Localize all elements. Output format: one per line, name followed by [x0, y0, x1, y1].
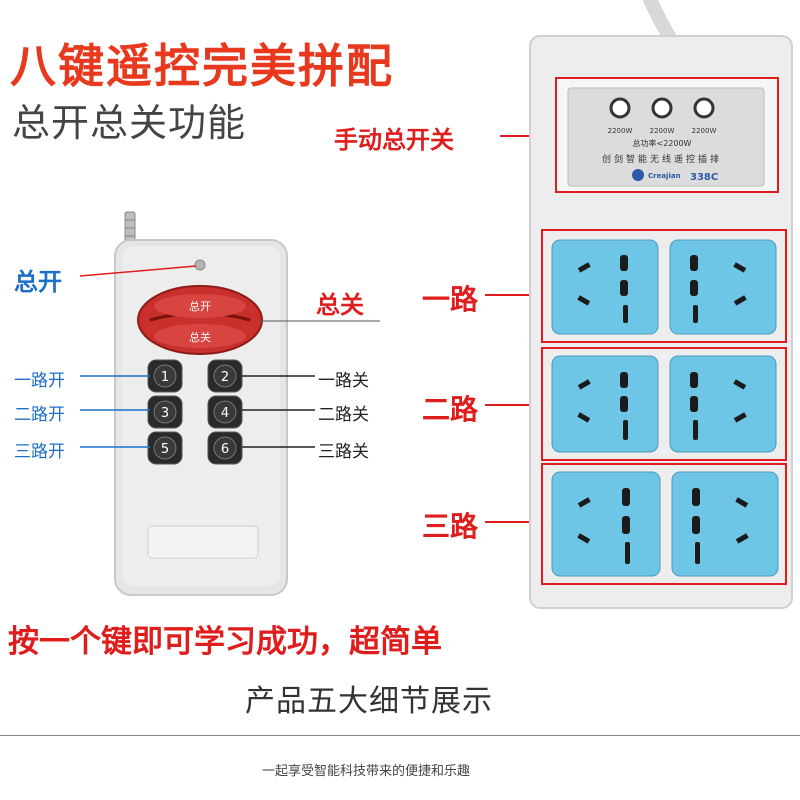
remote-key-5[interactable]: 5 [147, 431, 183, 465]
label-row3: 三路 [422, 510, 479, 543]
row2-frame [541, 347, 787, 461]
socket-row3-right [671, 471, 779, 577]
remote-key-1-label: 1 [161, 370, 169, 385]
bottom-slogan: 按一个键即可学习成功，超简单 [8, 624, 442, 660]
label-master-on: 总开 [14, 268, 62, 296]
remote-key-3-label: 3 [161, 406, 169, 421]
label-ch2-off: 二路关 [318, 405, 369, 425]
label-ch3-off: 三路关 [318, 442, 369, 462]
remote-master-on-label: 总开 [189, 299, 211, 313]
row1-frame [541, 229, 787, 343]
label-ch2-on: 二路开 [14, 405, 65, 425]
remote-master-off-label: 总关 [189, 330, 211, 344]
manual-switch-1[interactable] [609, 97, 631, 119]
remote-master-off-button[interactable]: 总关 [154, 324, 246, 348]
manual-switch-3[interactable] [693, 97, 715, 119]
remote-key-4-label: 4 [221, 406, 229, 421]
manual-switch-2[interactable] [651, 97, 673, 119]
details-title: 产品五大细节展示 [245, 684, 493, 719]
remote-control: 总开 总关 1 2 3 4 5 6 [114, 211, 288, 596]
remote-label-plate [147, 525, 259, 559]
switch-rating-1: 2200W [608, 127, 633, 135]
footer-tagline: 一起享受智能科技带来的便捷和乐趣 [262, 764, 471, 779]
label-ch3-on: 三路开 [14, 442, 65, 462]
remote-master-on-button[interactable]: 总开 [154, 294, 246, 318]
socket-row2-left [551, 355, 659, 453]
page-subtitle: 总开总关功能 [12, 101, 247, 145]
power-strip: 2200W 2200W 2200W 总功率<2200W 创剑智能无线遥控插排 C… [529, 0, 793, 609]
total-power-label: 总功率<2200W [633, 138, 692, 148]
remote-key-6[interactable]: 6 [207, 431, 243, 465]
product-name-label: 创剑智能无线遥控插排 [602, 153, 722, 165]
socket-row1-right [669, 239, 777, 335]
socket-row3-left [551, 471, 661, 577]
remote-key-1[interactable]: 1 [147, 359, 183, 393]
row3-frame [541, 463, 787, 585]
label-row1: 一路 [422, 283, 479, 316]
label-manual-switch: 手动总开关 [334, 126, 454, 154]
label-ch1-on: 一路开 [14, 371, 65, 391]
remote-key-5-label: 5 [161, 442, 169, 457]
model-name: 338C [690, 172, 718, 183]
switch-rating-2: 2200W [650, 127, 675, 135]
remote-key-2-label: 2 [221, 370, 229, 385]
socket-row1-left [551, 239, 659, 335]
brand-name: Creajian [648, 172, 681, 180]
label-master-off: 总关 [316, 291, 364, 319]
remote-key-4[interactable]: 4 [207, 395, 243, 429]
remote-led [194, 259, 206, 271]
label-row2: 二路 [422, 393, 479, 426]
switch-rating-3: 2200W [692, 127, 717, 135]
remote-key-2[interactable]: 2 [207, 359, 243, 393]
label-ch1-off: 一路关 [318, 371, 369, 391]
brand-logo: Creajian 338C [632, 169, 718, 183]
page-title: 八键遥控完美拼配 [10, 39, 394, 93]
remote-key-6-label: 6 [221, 442, 229, 457]
remote-key-3[interactable]: 3 [147, 395, 183, 429]
power-cable [643, 0, 677, 45]
footer-divider [0, 735, 800, 736]
socket-row2-right [669, 355, 777, 453]
